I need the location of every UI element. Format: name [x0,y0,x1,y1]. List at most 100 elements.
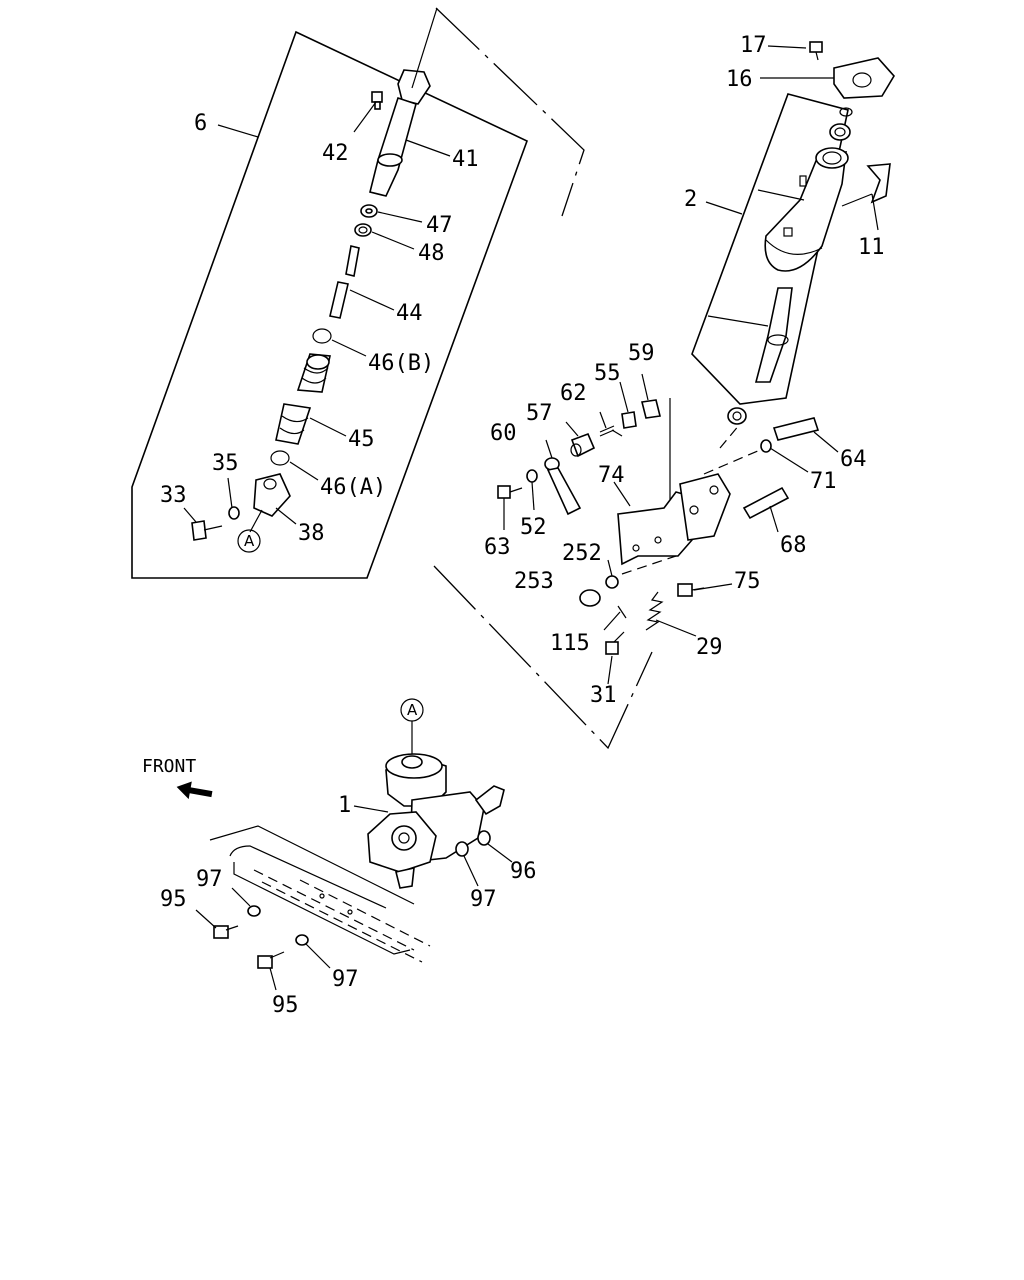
part-74-plate [679,473,731,541]
steering-gear-group: A FRONT [142,698,537,1018]
column-shaft [727,287,793,425]
part-33-bolt [191,520,223,541]
part-97-washer-right [455,841,469,857]
callout-71: 71 [810,469,837,494]
callout-97c: 97 [332,967,359,992]
leader-11b [841,193,873,207]
leader-74 [613,481,631,507]
leader-52 [531,481,535,511]
leader-68 [769,505,779,533]
leader-44 [349,289,395,311]
part-35-washer [228,506,240,520]
leader-17 [767,45,807,49]
leader-59 [641,373,649,401]
callout-17: 17 [740,33,767,58]
part-44-key [329,245,360,319]
part-bearing [829,123,851,141]
leader-46b [331,339,367,357]
leader-42 [353,101,377,133]
part-97-washer-lower [295,934,309,946]
part-253-cap [579,589,601,607]
part-29-spring [645,591,664,631]
callout-41: 41 [452,147,479,172]
callout-55: 55 [594,361,621,386]
leader-115 [603,611,621,631]
part-57-bushing [570,432,596,458]
leader-75 [693,583,733,591]
callout-1: 1 [338,793,351,818]
leader-60 [545,439,553,459]
leader-71 [769,447,809,473]
leader-97c [305,943,331,969]
callout-16: 16 [726,67,753,92]
leader-A1 [249,509,263,533]
connection-line-lower [433,565,653,750]
group-2-outline [691,93,849,405]
part-252-nut [605,575,619,589]
front-label: FRONT [142,756,196,777]
part-46b-snap-ring [312,328,332,344]
leader-95a [195,909,217,929]
frame-rail [209,825,431,963]
dash-252 [621,555,677,575]
callout-52: 52 [520,515,547,540]
part-115-pin [617,605,627,619]
callout-46a: 46(A) [320,475,386,500]
callout-63: 63 [484,535,511,560]
leader-55 [619,381,629,413]
leader-41 [405,139,451,157]
front-arrow-icon [176,781,213,800]
leader-31 [607,655,613,685]
leader-2 [705,201,743,215]
part-63-bolt [497,485,523,499]
leader-2c [707,315,769,327]
part-95-bolt-lower [257,951,285,969]
leader-1 [353,805,389,813]
column-assembly-group: 17 16 2 11 [684,33,895,425]
part-64-bolt [772,417,820,441]
callout-31: 31 [590,683,617,708]
leader-29 [655,619,697,637]
callout-33: 33 [160,483,187,508]
part-17-bolt [809,41,823,61]
callout-A2: A [407,701,418,719]
part-16-bracket [833,57,895,99]
part-45-boot [275,353,331,445]
group-6-outline [131,30,529,579]
leader-97a [231,887,251,907]
leader-6 [217,124,259,138]
leader-62b [599,411,607,429]
part-1-steering-gear [367,753,505,889]
part-59-clip [641,399,661,419]
callout-48: 48 [418,241,445,266]
bracket-assembly-group: 59 55 62 57 60 74 64 71 63 52 68 252 253… [484,341,867,708]
leader-96 [487,843,513,863]
part-97-washer-left [247,905,261,917]
part-74-bracket [617,491,693,566]
part-60-lever [544,457,582,516]
callout-59: 59 [628,341,655,366]
leader-38 [275,507,297,525]
leader-64 [813,431,839,453]
part-38-yoke [253,473,291,517]
leader-35 [227,477,233,509]
dash-64 [703,449,761,475]
callout-62: 62 [560,381,587,406]
callout-253: 253 [514,569,554,594]
callout-11: 11 [858,235,885,260]
callout-64: 64 [840,447,867,472]
part-52-washer [526,469,538,483]
callout-97b: 97 [470,887,497,912]
callout-95a: 95 [160,887,187,912]
part-75-bolt [677,583,705,597]
connection-line-upper [435,7,585,217]
callout-75: 75 [734,569,761,594]
leader-57 [565,421,579,437]
callout-252: 252 [562,541,602,566]
part-11-cover [866,163,891,204]
leader-46a [289,461,319,481]
callout-97a: 97 [196,867,223,892]
callout-60: 60 [490,421,517,446]
callout-44: 44 [396,301,423,326]
callout-42: 42 [322,141,349,166]
